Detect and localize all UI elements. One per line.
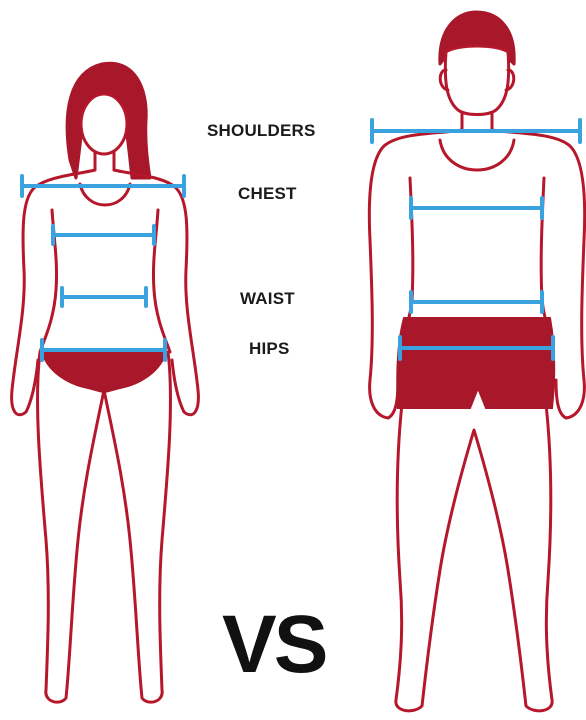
man-face: [445, 46, 508, 115]
waist-label: WAIST: [240, 289, 295, 309]
woman-legs: [38, 352, 171, 702]
vs-label: VS: [222, 598, 325, 692]
man-neck: [462, 114, 492, 130]
man-shorts: [397, 318, 554, 408]
man-legs: [396, 404, 552, 711]
man-neckline: [440, 140, 514, 170]
shoulders-label: SHOULDERS: [207, 121, 316, 141]
hips-label: HIPS: [249, 339, 289, 359]
woman-torso-sides: [40, 210, 170, 352]
man-torso-sides: [402, 178, 552, 340]
chest-label: CHEST: [238, 184, 297, 204]
woman-face: [81, 94, 127, 154]
woman-briefs: [42, 352, 166, 392]
